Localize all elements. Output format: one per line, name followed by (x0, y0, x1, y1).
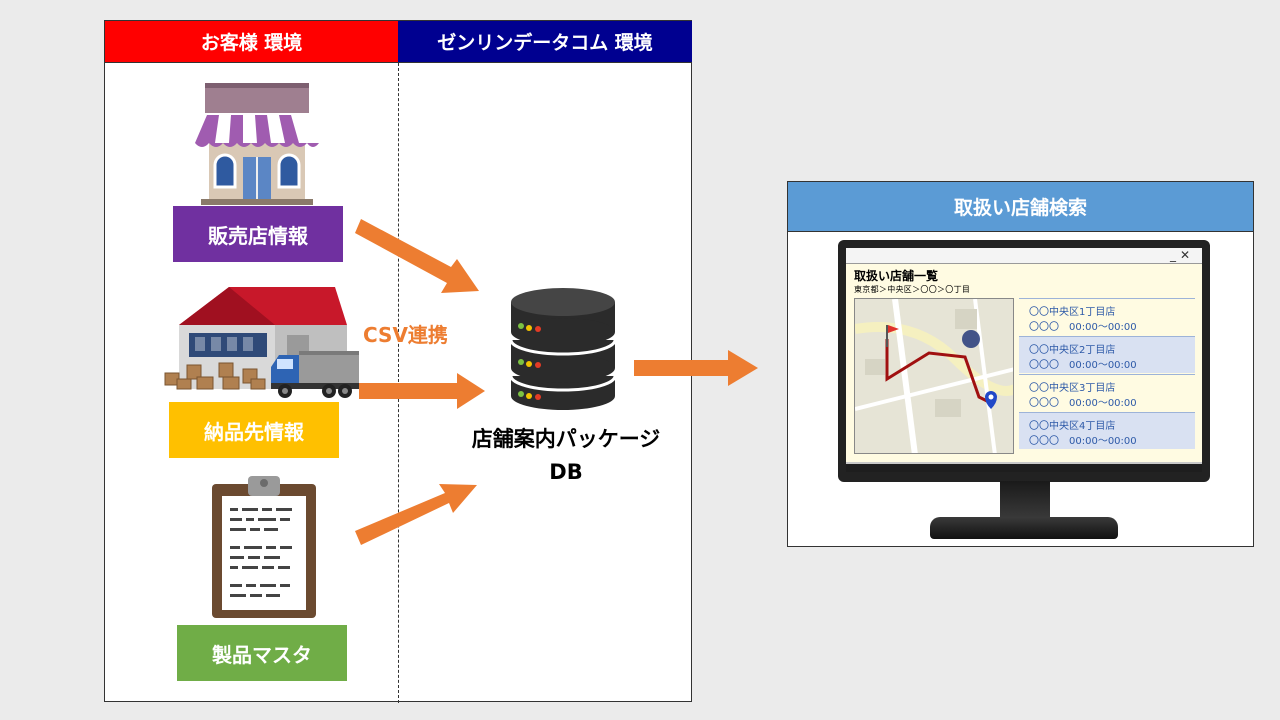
store-search-header: 取扱い店舗検索 (788, 182, 1253, 232)
route-map (855, 299, 1013, 453)
store-hours: 〇〇〇 00:00〜00:00 (1029, 360, 1137, 371)
map-pin-icon (985, 391, 997, 409)
delivery-truck-icon (271, 351, 359, 398)
database-label-line1: 店舗案内パッケージ (471, 427, 661, 451)
zenrin-environment-header: ゼンリンデータコム 環境 (398, 21, 692, 63)
delivery-to-db-arrow (359, 373, 485, 409)
list-item[interactable]: 〇〇中央区1丁目店 〇〇〇 00:00〜00:00 (1019, 298, 1195, 335)
window-footer (846, 462, 1202, 472)
sales-store-info-label: 販売店情報 (173, 206, 343, 262)
monitor-stand-neck (1000, 481, 1050, 519)
breadcrumb: 東京都＞中央区＞〇〇＞〇丁目 (854, 285, 971, 294)
map-flag-icon (886, 325, 899, 347)
route-line (885, 339, 992, 405)
sales-to-db-arrow (355, 219, 479, 293)
customer-environment-header: お客様 環境 (105, 21, 398, 63)
product-master-label: 製品マスタ (177, 625, 347, 681)
map-center-marker (962, 330, 980, 348)
store-name: 〇〇中央区1丁目店 (1029, 307, 1116, 318)
list-item[interactable]: 〇〇中央区3丁目店 〇〇〇 00:00〜00:00 (1019, 374, 1195, 411)
delivery-destination-info-label: 納品先情報 (169, 402, 339, 458)
store-hours: 〇〇〇 00:00〜00:00 (1029, 322, 1137, 333)
store-list: 〇〇中央区1丁目店 〇〇〇 00:00〜00:00 〇〇中央区2丁目店 〇〇〇 … (1019, 298, 1195, 452)
store-name: 〇〇中央区3丁目店 (1029, 383, 1116, 394)
minimize-button[interactable]: _ (1170, 248, 1176, 262)
store-name: 〇〇中央区4丁目店 (1029, 421, 1116, 432)
database-icon (509, 288, 617, 410)
database-label-line2: DB (549, 460, 583, 484)
db-to-search-arrow (634, 350, 758, 386)
store-name: 〇〇中央区2丁目店 (1029, 345, 1116, 356)
product-to-db-arrow (355, 484, 477, 545)
list-item[interactable]: 〇〇中央区2丁目店 〇〇〇 00:00〜00:00 (1019, 336, 1195, 373)
store-icon (195, 83, 319, 205)
flow-arrows (355, 219, 485, 545)
clipboard-icon (212, 476, 316, 618)
map-view[interactable] (854, 298, 1014, 454)
close-button[interactable]: ✕ (1179, 248, 1190, 262)
store-list-title: 取扱い店舗一覧 (854, 269, 939, 283)
database-label: 店舗案内パッケージ DB (431, 423, 701, 489)
csv-link-label: CSV連携 (363, 323, 448, 347)
monitor-stand-base (930, 517, 1118, 539)
list-item[interactable]: 〇〇中央区4丁目店 〇〇〇 00:00〜00:00 (1019, 412, 1195, 449)
store-list-window: _ ✕ 取扱い店舗一覧 東京都＞中央区＞〇〇＞〇丁目 (846, 248, 1202, 472)
environment-panel: お客様 環境 ゼンリンデータコム 環境 販売店情報 (104, 20, 692, 703)
store-hours: 〇〇〇 00:00〜00:00 (1029, 398, 1137, 409)
window-title-bar: _ ✕ (846, 248, 1202, 264)
window-body: 取扱い店舗一覧 東京都＞中央区＞〇〇＞〇丁目 (846, 264, 1202, 462)
store-hours: 〇〇〇 00:00〜00:00 (1029, 436, 1137, 447)
